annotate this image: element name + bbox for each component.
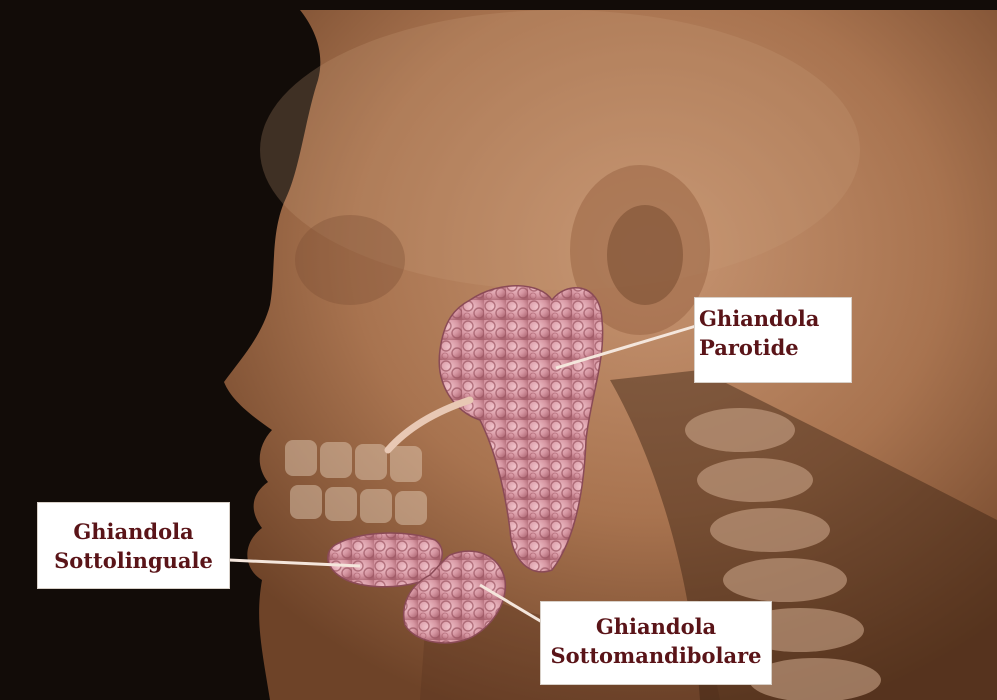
label-submandibular-gland: Ghiandola Sottomandibolare <box>540 601 772 685</box>
ear-inner <box>607 205 683 305</box>
label-parotid-line1: Ghiandola <box>699 304 851 333</box>
eye-socket <box>295 215 405 305</box>
label-sublingual-gland: Ghiandola Sottolinguale <box>37 502 230 589</box>
label-parotid-gland: Ghiandola Parotide <box>694 297 852 383</box>
label-submandibular-line1: Ghiandola <box>541 612 771 641</box>
label-sublingual-line2: Sottolinguale <box>38 546 229 575</box>
label-sublingual-line1: Ghiandola <box>38 517 229 546</box>
label-submandibular-line2: Sottomandibolare <box>541 641 771 670</box>
label-parotid-line2: Parotide <box>699 333 851 362</box>
